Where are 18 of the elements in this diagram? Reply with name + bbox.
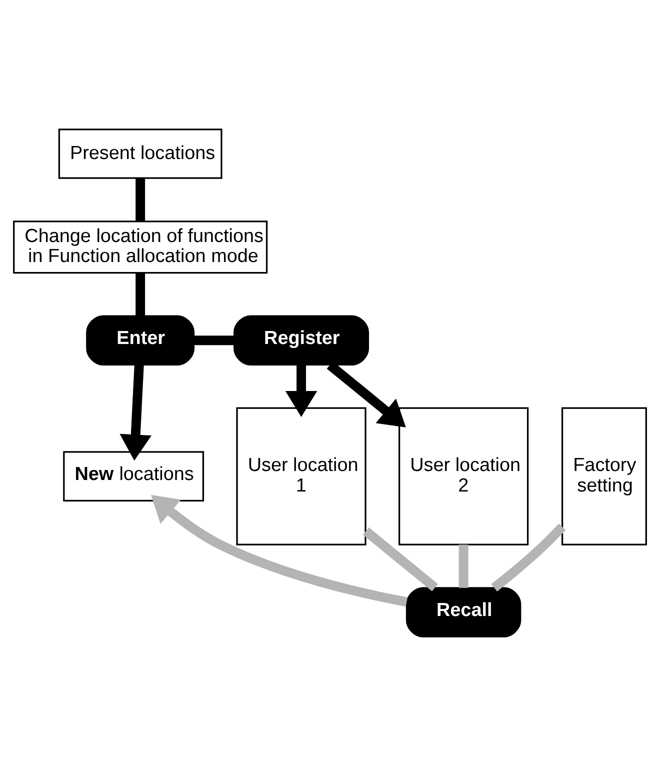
arrow: [151, 494, 408, 607]
node-box: Factory setting: [561, 407, 647, 546]
node-box: User location 1: [236, 407, 366, 546]
arrow: [285, 364, 318, 418]
node-box: User location 2: [398, 407, 529, 546]
connector: [491, 524, 566, 592]
arrow: [120, 364, 152, 461]
connector: [136, 178, 146, 221]
connector: [194, 336, 234, 346]
node-box: Recall: [406, 587, 522, 638]
node-box: New locations: [63, 451, 204, 502]
node-box: Present locations: [58, 128, 222, 179]
connector: [458, 544, 468, 588]
node-box: Change location of functions in Function allocation mode: [13, 220, 268, 274]
connector: [136, 273, 146, 316]
node-box: Register: [234, 315, 370, 366]
node-box: Enter: [86, 315, 195, 366]
connector: [362, 527, 438, 592]
